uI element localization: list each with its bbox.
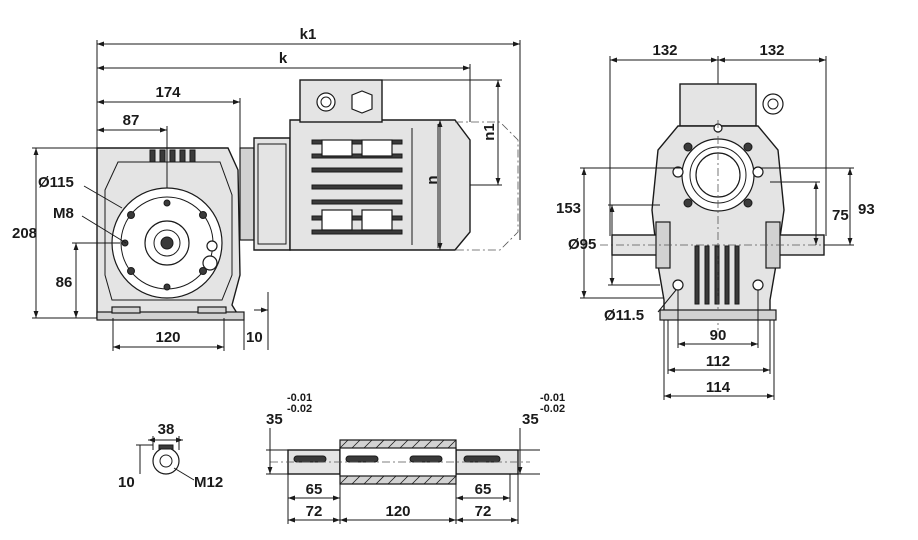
output-shaft-section: 35 -0.01 -0.02 35 -0.01 -0.02 65 65 72 1… — [266, 392, 565, 524]
cable-gland-icon — [762, 93, 784, 115]
dim-38: 38 — [158, 421, 175, 438]
dim-132-right: 132 — [759, 42, 784, 59]
dim-86: 86 — [56, 274, 73, 291]
bolt-hole — [127, 267, 135, 275]
bolt-hole — [127, 211, 135, 219]
dim-m12: M12 — [194, 474, 223, 491]
shaft-end-detail: 38 10 M12 — [118, 421, 223, 491]
dim-208: 208 — [12, 225, 37, 242]
motor-fins — [311, 139, 403, 235]
dim-174: 174 — [155, 84, 181, 101]
dim-k1: k1 — [300, 26, 317, 43]
dim-72-left: 72 — [306, 503, 323, 520]
dim-75: 75 — [832, 207, 849, 224]
motor-stub — [679, 83, 757, 127]
dim-120: 120 — [155, 329, 180, 346]
oil-plug — [206, 240, 218, 252]
dim-87: 87 — [123, 112, 140, 129]
dim-k: k — [279, 50, 288, 67]
front-view: 132 132 153 Ø95 75 93 Ø11.5 90 112 — [556, 42, 875, 400]
tol-right-lower: -0.02 — [540, 403, 565, 415]
dim-10-foot: 10 — [246, 329, 263, 346]
oil-plug — [202, 255, 218, 271]
dim-35-right: 35 — [522, 411, 539, 428]
dim-65-right: 65 — [475, 481, 492, 498]
dim-90: 90 — [710, 327, 727, 344]
motor-adapter — [239, 137, 291, 251]
dim-114: 114 — [706, 379, 731, 396]
front-fins — [694, 245, 740, 305]
dim-d115: Ø115 — [38, 174, 74, 191]
dim-72-right: 72 — [475, 503, 492, 520]
dim-153: 153 — [556, 200, 581, 217]
bolt-hole — [163, 283, 171, 291]
cooling-fins — [149, 149, 196, 163]
dim-112: 112 — [706, 353, 730, 370]
dim-93: 93 — [858, 201, 875, 218]
section-hatch — [339, 439, 457, 485]
dim-132-left: 132 — [652, 42, 677, 59]
dim-65-left: 65 — [306, 481, 323, 498]
dim-d11-5: Ø11.5 — [604, 307, 644, 324]
tol-right-upper: -0.01 — [540, 392, 565, 404]
dim-d95: Ø95 — [568, 236, 596, 253]
dim-m8: M8 — [53, 205, 74, 222]
bolt-hole — [199, 267, 207, 275]
side-view: k1 k 174 87 Ø115 M8 208 86 120 — [12, 26, 521, 351]
electric-motor — [289, 79, 471, 251]
bolt-hole — [163, 199, 171, 207]
cable-gland-icon — [316, 92, 336, 112]
dim-n1: n1 — [481, 123, 498, 141]
dim-10-key: 10 — [118, 474, 135, 491]
tol-left-lower: -0.02 — [287, 403, 312, 415]
dim-120-shaft: 120 — [385, 503, 410, 520]
dim-35-left: 35 — [266, 411, 283, 428]
output-flange — [111, 187, 223, 299]
hex-plug-icon — [351, 90, 373, 114]
bolt-hole — [199, 211, 207, 219]
dim-n: n — [424, 175, 441, 184]
tol-left-upper: -0.01 — [287, 392, 312, 404]
